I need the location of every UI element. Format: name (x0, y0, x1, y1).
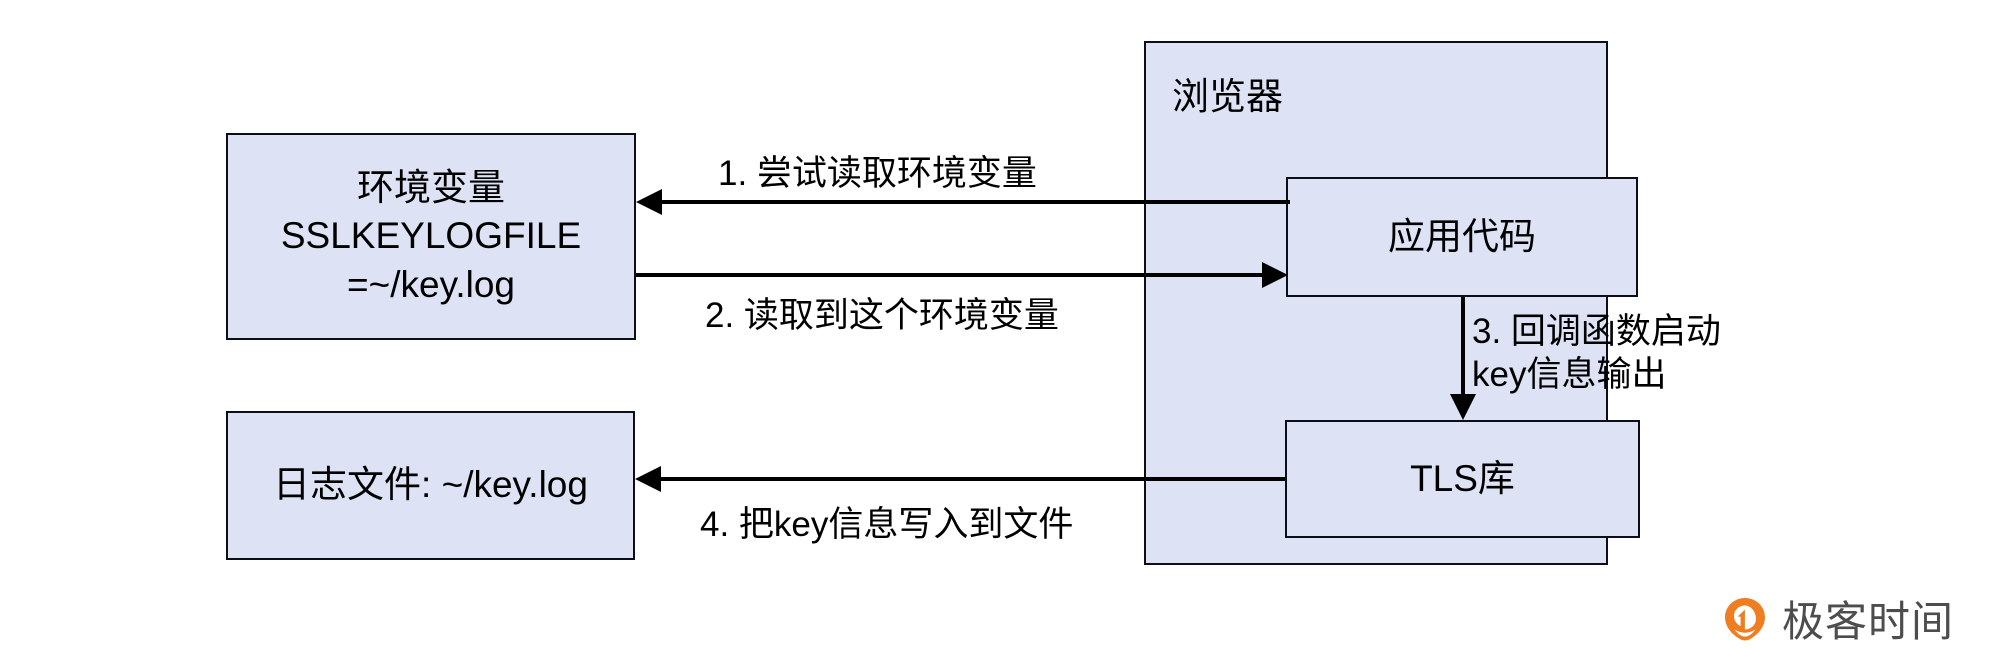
node-tls-lib-label: TLS库 (1410, 457, 1515, 499)
edge-2-line (636, 273, 1264, 277)
brand-name: 极客时间 (1782, 597, 1955, 646)
node-env-var-line-2: SSLKEYLOGFILE (280, 215, 582, 257)
edge-4-line (661, 477, 1285, 481)
edge-3-line (1461, 297, 1465, 397)
edge-4-label: 4. 把key信息写入到文件 (700, 505, 1074, 544)
node-log-file-label: 日志文件: ~/key.log (273, 464, 588, 506)
node-app-code-label: 应用代码 (1388, 215, 1536, 257)
node-log-file: 日志文件: ~/key.log (226, 411, 635, 560)
edge-3-label: 3. 回调函数启动 key信息输出 (1472, 311, 1721, 396)
edge-1-label: 1. 尝试读取环境变量 (718, 154, 1037, 193)
edge-3-label-line-2: key信息输出 (1472, 354, 1667, 394)
node-env-var: 环境变量 SSLKEYLOGFILE =~/key.log (226, 133, 636, 340)
node-tls-lib: TLS库 (1285, 420, 1640, 538)
edge-2-arrowhead-icon (1262, 262, 1288, 288)
node-env-var-line-1: 环境变量 (357, 167, 505, 209)
node-env-var-line-3: =~/key.log (347, 263, 515, 305)
edge-3-label-line-1: 3. 回调函数启动 (1472, 312, 1721, 351)
node-browser-label: 浏览器 (1172, 76, 1283, 117)
edge-3-arrowhead-icon (1450, 394, 1476, 420)
brand-logo: 极客时间 (1722, 588, 1954, 649)
edge-1-arrowhead-icon (636, 189, 662, 215)
edge-1-line (662, 200, 1290, 204)
edge-4-arrowhead-icon (635, 466, 661, 492)
geektime-logo-icon (1722, 596, 1768, 642)
node-app-code: 应用代码 (1286, 177, 1638, 297)
edge-2-label: 2. 读取到这个环境变量 (705, 296, 1059, 335)
